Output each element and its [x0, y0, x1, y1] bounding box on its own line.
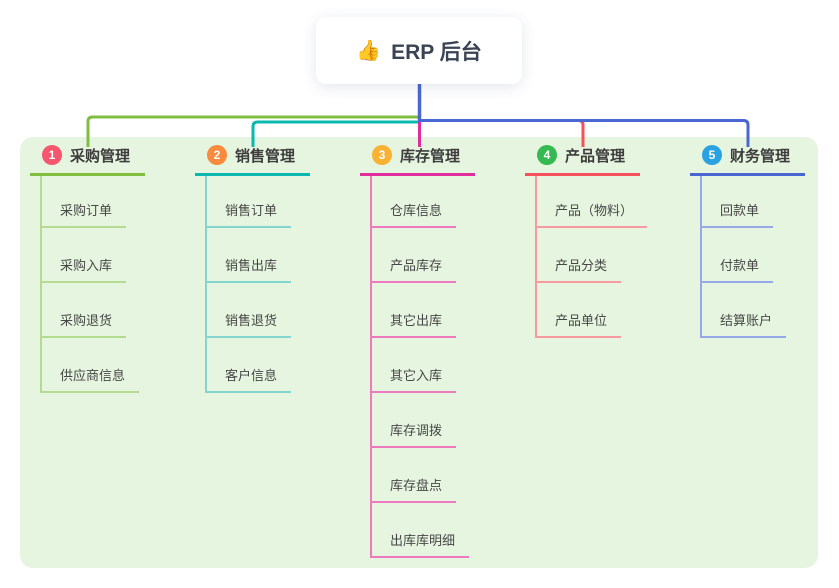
child-node[interactable]: 产品（物料） [537, 176, 648, 228]
branch-label: 财务管理 [730, 147, 791, 165]
child-label: 结算账户 [702, 310, 787, 338]
child-node[interactable]: 库存盘点 [372, 448, 469, 503]
child-label: 采购入库 [42, 255, 127, 283]
child-node[interactable]: 客户信息 [207, 338, 292, 393]
branch-label: 销售管理 [235, 147, 296, 165]
child-label: 回款单 [702, 200, 774, 228]
child-node[interactable]: 产品分类 [537, 228, 647, 283]
child-node[interactable]: 产品单位 [537, 283, 647, 338]
branch-label: 库存管理 [400, 147, 461, 165]
child-label: 库存盘点 [372, 475, 457, 503]
mindmap-canvas [20, 137, 818, 568]
child-node[interactable]: 库存调拨 [372, 393, 469, 448]
child-label: 销售退货 [207, 310, 292, 338]
child-node[interactable]: 采购退货 [42, 283, 139, 338]
child-label: 产品单位 [537, 310, 622, 338]
branch-children: 仓库信息产品库存其它出库其它入库库存调拨库存盘点出库库明细 [370, 176, 470, 558]
branch-column-4: 4 产品管理产品（物料） 产品分类产品单位 [525, 137, 648, 338]
child-node[interactable]: 采购订单 [42, 176, 139, 228]
child-label: 产品库存 [372, 255, 457, 283]
branch-children: 产品（物料） 产品分类产品单位 [535, 176, 648, 338]
child-label: 销售订单 [207, 200, 292, 228]
child-label: 采购退货 [42, 310, 127, 338]
branch-label: 采购管理 [70, 147, 131, 165]
child-node[interactable]: 其它出库 [372, 283, 469, 338]
branch-children: 销售订单销售出库销售退货客户信息 [205, 176, 292, 393]
branch-node-3[interactable]: 3 库存管理 [360, 137, 475, 176]
child-node[interactable]: 付款单 [702, 228, 786, 283]
branch-label: 产品管理 [565, 147, 626, 165]
child-node[interactable]: 出库库明细 [372, 503, 470, 558]
branch-badge: 3 [372, 145, 392, 165]
child-label: 销售出库 [207, 255, 292, 283]
child-node[interactable]: 销售出库 [207, 228, 292, 283]
branch-children: 采购订单采购入库采购退货供应商信息 [40, 176, 140, 393]
child-node[interactable]: 结算账户 [702, 283, 787, 338]
child-label: 产品（物料） [537, 200, 648, 228]
root-title: ERP 后台 [391, 40, 482, 64]
child-node[interactable]: 采购入库 [42, 228, 139, 283]
child-label: 采购订单 [42, 200, 127, 228]
child-label: 库存调拨 [372, 420, 457, 448]
child-label: 客户信息 [207, 365, 292, 393]
child-node[interactable]: 销售退货 [207, 283, 292, 338]
connector-path [418, 119, 750, 147]
branch-children: 回款单付款单结算账户 [700, 176, 787, 338]
branch-badge: 2 [207, 145, 227, 165]
child-label: 其它入库 [372, 365, 457, 393]
branch-node-2[interactable]: 2 销售管理 [195, 137, 310, 176]
branch-column-1: 1 采购管理采购订单采购入库采购退货供应商信息 [30, 137, 145, 393]
child-label: 仓库信息 [372, 200, 457, 228]
child-node[interactable]: 供应商信息 [42, 338, 140, 393]
branch-column-2: 2 销售管理销售订单销售出库销售退货客户信息 [195, 137, 310, 393]
child-label: 其它出库 [372, 310, 457, 338]
child-label: 供应商信息 [42, 365, 140, 393]
child-node[interactable]: 其它入库 [372, 338, 469, 393]
connector-path [86, 115, 418, 147]
child-label: 出库库明细 [372, 530, 470, 558]
branch-node-4[interactable]: 4 产品管理 [525, 137, 640, 176]
branch-column-5: 5 财务管理回款单付款单结算账户 [690, 137, 805, 338]
branch-badge: 4 [537, 145, 557, 165]
child-node[interactable]: 仓库信息 [372, 176, 469, 228]
thumbs-up-icon: 👍 [356, 40, 382, 62]
child-node[interactable]: 销售订单 [207, 176, 292, 228]
child-label: 产品分类 [537, 255, 622, 283]
child-node[interactable]: 回款单 [702, 176, 786, 228]
connector-path [251, 120, 418, 147]
branch-badge: 5 [702, 145, 722, 165]
child-label: 付款单 [702, 255, 774, 283]
branch-column-3: 3 库存管理仓库信息产品库存其它出库其它入库库存调拨库存盘点出库库明细 [360, 137, 475, 558]
child-node[interactable]: 产品库存 [372, 228, 469, 283]
root-node[interactable]: 👍 ERP 后台 [316, 17, 522, 84]
branch-node-1[interactable]: 1 采购管理 [30, 137, 145, 176]
branch-badge: 1 [42, 145, 62, 165]
branch-node-5[interactable]: 5 财务管理 [690, 137, 805, 176]
